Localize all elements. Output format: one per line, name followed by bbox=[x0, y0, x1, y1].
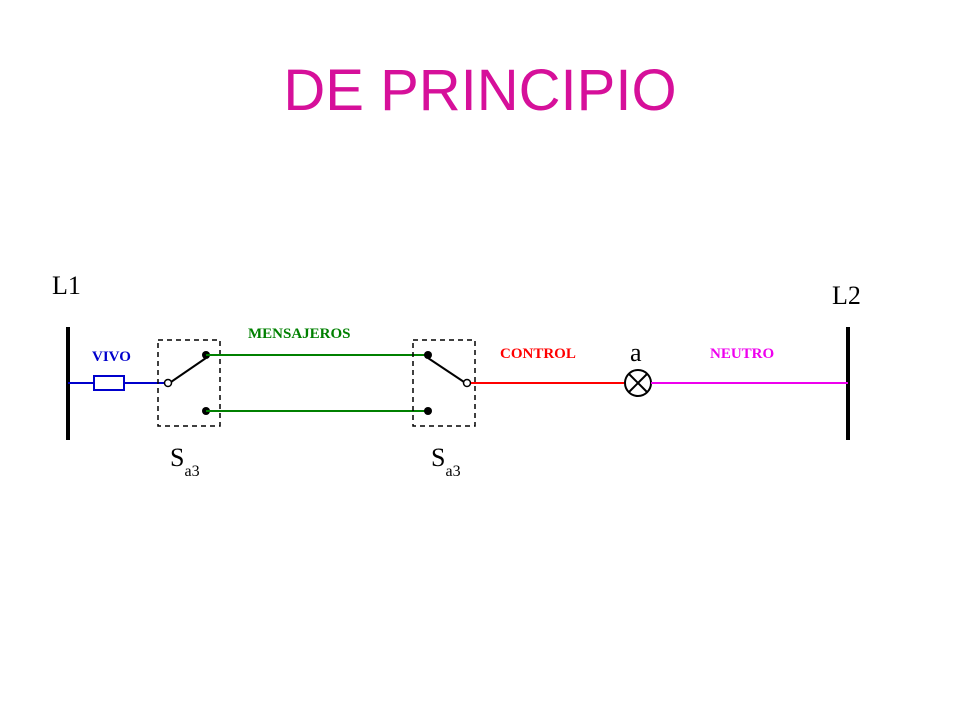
label-live: VIVO bbox=[92, 349, 131, 365]
label-switch-1: Sa3 bbox=[170, 443, 200, 480]
label-neutral: NEUTRO bbox=[710, 346, 774, 362]
label-messengers: MENSAJEROS bbox=[248, 326, 351, 342]
label-l1: L1 bbox=[52, 271, 81, 300]
lamp-symbol bbox=[624, 369, 652, 397]
three-way-switch-2 bbox=[412, 339, 476, 427]
label-lamp: a bbox=[630, 338, 642, 367]
messenger-wires bbox=[206, 354, 428, 412]
label-control: CONTROL bbox=[500, 346, 576, 362]
label-switch-2: Sa3 bbox=[431, 443, 461, 480]
page-title: DE PRINCIPIO bbox=[283, 58, 677, 123]
fuse-symbol bbox=[93, 375, 125, 391]
label-l2: L2 bbox=[832, 281, 861, 310]
three-way-switch-1 bbox=[157, 339, 221, 427]
live-wire bbox=[68, 375, 166, 391]
